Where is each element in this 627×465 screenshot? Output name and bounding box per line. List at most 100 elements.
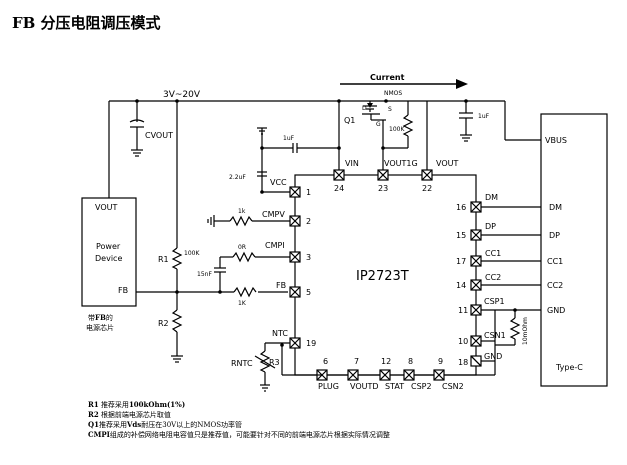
pin-voutd-name: VOUTD (350, 382, 379, 391)
pin-fb-name: FB (276, 281, 286, 290)
pin-csp2-name: CSP2 (411, 382, 432, 391)
pin-csn2-name: CSN2 (442, 382, 464, 391)
q1-s-label: S (388, 106, 392, 113)
r1-label: R1 (158, 255, 169, 264)
pin-dp-num: 15 (456, 231, 466, 240)
r2-resistor (171, 309, 183, 363)
power-device-box (81, 197, 137, 307)
pin-vout1g-num: 23 (378, 184, 388, 193)
design-notes: R1 推荐采用100kOhm(1%) R2 根据前端电源芯片取值 Q1推荐采用V… (88, 400, 390, 440)
current-label: Current (370, 73, 405, 82)
q1-nmos (338, 101, 428, 170)
ic-body (294, 174, 477, 376)
note-cmpi: CMPI组成的补偿网络电阻电容值只是推荐值，可能要针对不同的前端电源芯片根据实际… (88, 430, 390, 440)
pin-dm-name: DM (485, 193, 498, 202)
pin-stat-name: STAT (385, 382, 404, 391)
q1-d-label: D (362, 105, 367, 112)
note-r2-key: R2 (88, 410, 99, 419)
pin-csn1-num: 10 (458, 337, 468, 346)
note-q1-bold2: Vds (126, 420, 142, 429)
c-cmpi-value: 15nF (197, 271, 212, 278)
note-r2-mid: 根据前端电源芯片取值 (100, 411, 171, 419)
note-q1: Q1推荐采用Vds耐压在30V以上的NMOS功率管 (88, 420, 390, 430)
pin-dm-num: 16 (456, 203, 466, 212)
pin-plug-name: PLUG (318, 382, 339, 391)
typec-gnd: GND (547, 306, 565, 315)
typec-box (540, 113, 608, 387)
r1-resistor (171, 101, 183, 310)
power-device-fb: FB (118, 286, 128, 295)
cmpi-network (214, 251, 290, 292)
pin-vcc-name: VCC (270, 178, 287, 187)
r2-label: R2 (158, 319, 169, 328)
note-q1-rest: 耐压在30V以上的NMOS功率管 (141, 421, 243, 429)
r-gate-value: 100K (389, 126, 405, 133)
nmos-label: NMOS (384, 90, 402, 97)
typec-vbus: VBUS (545, 136, 567, 145)
current-arrow (340, 79, 468, 89)
typec-name: Type-C (555, 363, 583, 372)
pin-csp2-num: 8 (408, 357, 413, 366)
typec-cc1: CC1 (547, 257, 563, 266)
pin-cc2-name: CC2 (485, 273, 501, 282)
fb-resistor (233, 286, 258, 298)
top-rail (109, 99, 541, 141)
typec-dm: DM (549, 203, 562, 212)
ic-pin-boxes (289, 169, 482, 381)
pin-ntc-num: 19 (306, 339, 316, 348)
power-device-name-2: Device (95, 254, 122, 263)
pin-fb-num: 5 (306, 288, 311, 297)
pin-csp1-name: CSP1 (484, 297, 505, 306)
note-r1-key: R1 (88, 400, 99, 409)
q1-label: Q1 (344, 116, 355, 125)
pin-cmpv-name: CMPV (262, 210, 285, 219)
pin-cmpi-num: 3 (306, 253, 311, 262)
rntc-label: RNTC (231, 359, 253, 368)
supply-voltage-label: 3V~20V (163, 90, 201, 100)
note-q1-key: Q1 (88, 420, 99, 429)
power-device-name-1: Power (96, 242, 121, 251)
caption-post: 的 (106, 313, 113, 322)
note-cmpi-key: CMPI (88, 430, 110, 439)
pin-voutd-num: 7 (354, 357, 359, 366)
power-device-caption-2: 电源芯片 (86, 323, 114, 332)
pin-vin-name: VIN (345, 159, 359, 168)
pin-vin-num: 24 (334, 184, 344, 193)
r-cmpi-value: 0R (238, 244, 246, 251)
pin-vout1g-name: VOUT1G (384, 159, 418, 168)
ic-name: IP2723T (356, 269, 409, 284)
pin-cmpi-name: CMPI (265, 241, 285, 250)
ntc-network (254, 342, 290, 392)
pin-dp-name: DP (485, 222, 496, 231)
pin-csp1-num: 11 (458, 306, 468, 315)
typec-cc2: CC2 (547, 281, 563, 290)
r-fb-value: 1K (238, 300, 247, 307)
typec-dp: DP (549, 231, 560, 240)
caption-bold: FB (95, 313, 106, 322)
bottom-bus (280, 343, 495, 376)
cmpv-network (207, 215, 290, 227)
note-r2: R2 根据前端电源芯片取值 (88, 410, 390, 420)
c-vout-value: 1uF (478, 113, 490, 120)
note-r1-bold2: 100kOhm(1%) (128, 400, 186, 409)
pin-ntc-name: NTC (272, 329, 288, 338)
c-vin-value: 1uF (283, 135, 295, 142)
pin-cc1-num: 17 (456, 257, 466, 266)
power-device-vout: VOUT (95, 203, 117, 212)
r1-value: 100K (184, 250, 200, 257)
pin-stat-num: 12 (381, 357, 391, 366)
power-device-caption: 带FB的 (88, 313, 113, 322)
pin-gnd-num: 18 (458, 358, 468, 367)
caption-pre: 带 (88, 314, 95, 322)
note-q1-mid: 推荐采用 (98, 421, 127, 429)
cvout-capacitor (129, 101, 145, 157)
note-r1: R1 推荐采用100kOhm(1%) (88, 400, 390, 410)
pin-cc2-num: 14 (456, 281, 466, 290)
r-sense-value: 10mOhm (522, 317, 529, 345)
r-gate-resistor (381, 101, 414, 170)
r3-label: R3 (269, 358, 280, 367)
note-cmpi-mid: 组成的补偿网络电阻电容值只是推荐值，可能要针对不同的前端电源芯片根据实际情况调整 (109, 431, 390, 439)
vcc-caps (257, 127, 341, 194)
pin-plug-num: 6 (323, 357, 328, 366)
